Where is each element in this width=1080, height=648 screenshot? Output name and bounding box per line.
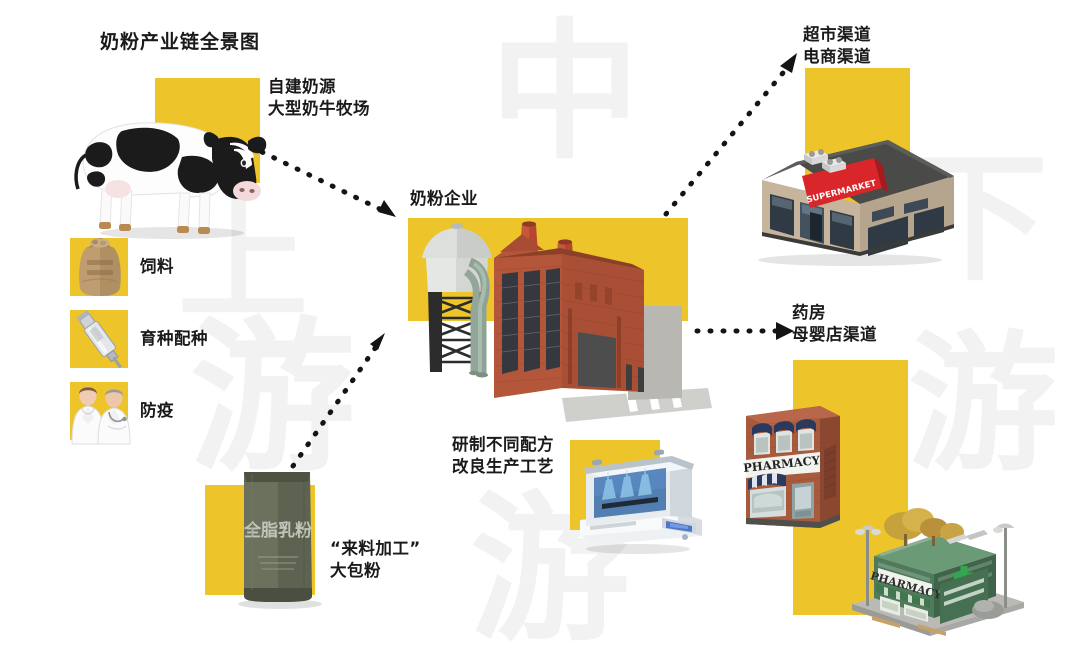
label-feed: 饲料 [140, 257, 174, 276]
label-toll-processing: “来料加工” 大包粉 [330, 539, 421, 580]
label-breeding: 育种配种 [140, 329, 208, 348]
watermark-you-left: 游 [190, 302, 355, 494]
lab-incubator-3d [566, 446, 706, 556]
watermark-you-right: 游 [908, 318, 1059, 492]
arrowhead-supermarket [780, 53, 797, 73]
page-title: 奶粉产业链全景图 [100, 31, 261, 53]
label-pharmacy-channel: 药房 母婴店渠道 [792, 303, 877, 344]
breeding-syringe-photo [72, 306, 128, 372]
feed-sack-photo [68, 232, 132, 300]
label-rnd: 研制不同配方 改良生产工艺 [452, 435, 554, 476]
bulk-milk-powder-sack: 全脂乳粉 [222, 460, 332, 610]
sack-product-text: 全脂乳粉 [243, 520, 312, 541]
supermarket-building-3d: SUPERMARKET [742, 132, 957, 267]
arrowhead-enterprise-2 [370, 333, 385, 350]
dairy-cow-photo [62, 85, 267, 240]
green-pharmacy-building-3d: PHARMACY [838, 492, 1038, 642]
label-milk-source: 自建奶源 大型奶牛牧场 [268, 77, 370, 118]
brick-pharmacy-building-3d: PHARMACY [738, 392, 848, 537]
label-epidemic-prevention: 防疫 [140, 401, 174, 420]
veterinarians-photo [68, 378, 134, 446]
watermark-zhong: 中 [490, 6, 641, 180]
arrowhead-enterprise [378, 200, 396, 217]
label-enterprise: 奶粉企业 [410, 189, 478, 208]
milk-powder-factory-3d [412, 212, 712, 432]
label-supermarket-channel: 超市渠道 电商渠道 [803, 25, 871, 66]
